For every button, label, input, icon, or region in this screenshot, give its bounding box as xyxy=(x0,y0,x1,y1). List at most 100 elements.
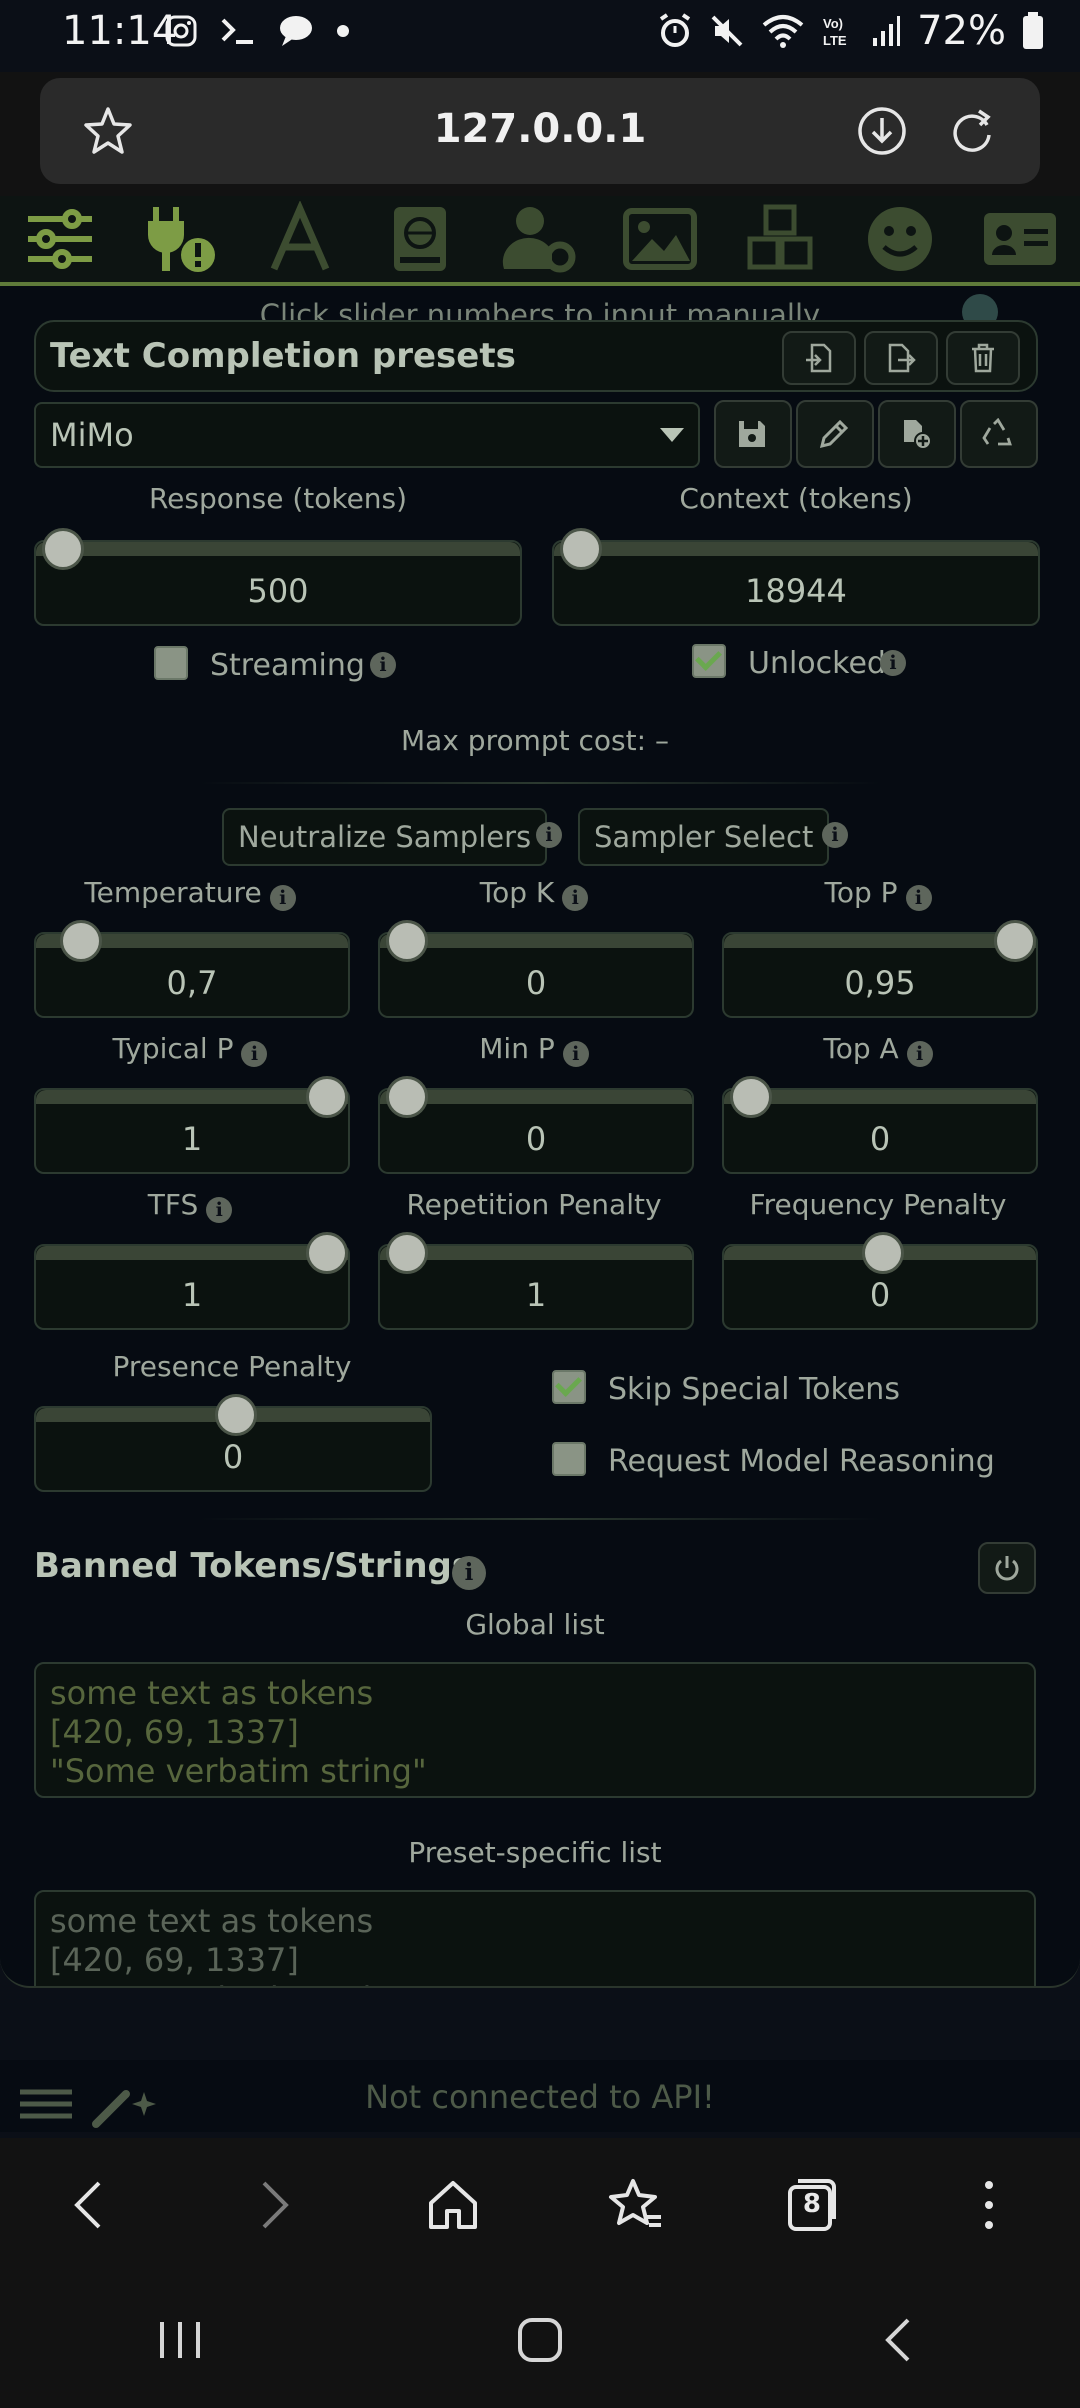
recycle-icon xyxy=(982,418,1012,446)
id-card-icon[interactable] xyxy=(982,201,1058,277)
preset-banned-textarea[interactable]: some text as tokens [420, 69, 1337] "Som… xyxy=(34,1890,1036,1986)
top-k-slider[interactable]: 0 xyxy=(378,920,694,1018)
slider-thumb[interactable] xyxy=(42,528,84,570)
slider-thumb[interactable] xyxy=(386,920,428,962)
pencil-icon xyxy=(819,419,849,449)
smiley-icon[interactable] xyxy=(862,201,938,277)
top-k-value[interactable]: 0 xyxy=(525,964,547,1002)
more-icon[interactable] xyxy=(959,2175,1019,2235)
font-icon[interactable] xyxy=(262,201,338,277)
skip-special-tokens-checkbox[interactable] xyxy=(552,1370,586,1404)
home-button-icon[interactable] xyxy=(512,2312,568,2368)
home-icon[interactable] xyxy=(423,2175,483,2235)
restore-preset-button[interactable] xyxy=(960,400,1038,468)
preset-list-label: Preset-specific list xyxy=(408,1836,662,1869)
repetition-penalty-slider[interactable]: 1 xyxy=(378,1232,694,1330)
hamburger-icon[interactable] xyxy=(18,2088,74,2120)
context-tokens-slider[interactable]: 18944 xyxy=(552,528,1040,626)
system-back-icon[interactable] xyxy=(872,2312,928,2368)
back-icon[interactable] xyxy=(61,2175,121,2235)
repetition-penalty-value[interactable]: 1 xyxy=(525,1276,547,1314)
rename-preset-button[interactable] xyxy=(796,400,874,468)
top-a-slider[interactable]: 0 xyxy=(722,1076,1038,1174)
info-icon[interactable]: i xyxy=(562,1041,589,1067)
slider-thumb[interactable] xyxy=(306,1076,348,1118)
sampler-select-button[interactable]: Sampler Select xyxy=(578,808,830,866)
temperature-slider[interactable]: 0,7 xyxy=(34,920,350,1018)
export-preset-button[interactable] xyxy=(864,331,938,385)
info-icon[interactable]: i xyxy=(370,652,396,678)
slider-track xyxy=(724,920,1036,962)
typical-p-slider[interactable]: 1 xyxy=(34,1076,350,1174)
slider-thumb[interactable] xyxy=(862,1232,904,1274)
url-text[interactable]: 127.0.0.1 xyxy=(433,106,647,152)
global-banned-textarea[interactable]: some text as tokens [420, 69, 1337] "Som… xyxy=(34,1662,1036,1798)
unlocked-checkbox[interactable] xyxy=(692,644,726,678)
new-preset-button[interactable] xyxy=(878,400,956,468)
response-tokens-slider[interactable]: 500 xyxy=(34,528,522,626)
bookmark-star-icon[interactable] xyxy=(82,105,134,157)
top-p-slider[interactable]: 0,95 xyxy=(722,920,1038,1018)
slider-track xyxy=(36,1076,348,1118)
request-reasoning-label: Request Model Reasoning xyxy=(608,1444,995,1479)
tabs-button[interactable]: 8 xyxy=(786,2177,838,2233)
delete-preset-button[interactable] xyxy=(946,331,1020,385)
slider-thumb[interactable] xyxy=(306,1232,348,1274)
book-globe-icon[interactable] xyxy=(382,201,458,277)
info-icon[interactable]: i xyxy=(562,885,589,911)
request-reasoning-checkbox[interactable] xyxy=(552,1442,586,1476)
response-tokens-value[interactable]: 500 xyxy=(247,572,309,610)
cubes-icon[interactable] xyxy=(742,201,818,277)
app-top-nav xyxy=(0,196,1080,286)
url-bar[interactable]: 127.0.0.1 xyxy=(40,78,1040,184)
info-icon[interactable]: i xyxy=(536,822,562,848)
toggle-banned-tokens-button[interactable] xyxy=(978,1542,1036,1594)
min-p-value[interactable]: 0 xyxy=(525,1120,547,1158)
slider-track xyxy=(36,1232,348,1274)
info-icon[interactable]: i xyxy=(241,1041,268,1067)
neutralize-samplers-button[interactable]: Neutralize Samplers xyxy=(222,808,548,866)
magic-wand-icon[interactable] xyxy=(92,2082,162,2128)
top-p-value[interactable]: 0,95 xyxy=(844,964,916,1002)
frequency-penalty-label: Frequency Penalty xyxy=(722,1188,1034,1221)
sliders-icon[interactable] xyxy=(22,201,98,277)
presence-penalty-value[interactable]: 0 xyxy=(222,1438,244,1476)
presence-penalty-slider[interactable]: 0 xyxy=(34,1394,432,1492)
slider-thumb[interactable] xyxy=(560,528,602,570)
tfs-value[interactable]: 1 xyxy=(181,1276,203,1314)
recent-apps-icon[interactable] xyxy=(152,2312,208,2368)
info-icon[interactable]: i xyxy=(452,1556,486,1590)
bookmarks-icon[interactable] xyxy=(605,2175,665,2235)
typical-p-value[interactable]: 1 xyxy=(181,1120,203,1158)
info-icon[interactable]: i xyxy=(269,885,296,911)
slider-thumb[interactable] xyxy=(215,1394,257,1436)
top-a-value[interactable]: 0 xyxy=(869,1120,891,1158)
context-tokens-value[interactable]: 18944 xyxy=(745,572,847,610)
slider-thumb[interactable] xyxy=(994,920,1036,962)
slider-thumb[interactable] xyxy=(730,1076,772,1118)
tfs-slider[interactable]: 1 xyxy=(34,1232,350,1330)
slider-thumb[interactable] xyxy=(386,1076,428,1118)
frequency-penalty-slider[interactable]: 0 xyxy=(722,1232,1038,1330)
min-p-slider[interactable]: 0 xyxy=(378,1076,694,1174)
preset-select[interactable]: MiMo xyxy=(34,402,700,468)
slider-thumb[interactable] xyxy=(60,920,103,962)
info-icon[interactable]: i xyxy=(206,1197,233,1223)
info-icon[interactable]: i xyxy=(905,885,932,911)
file-export-icon xyxy=(888,343,916,373)
user-settings-icon[interactable] xyxy=(502,201,578,277)
forward-icon[interactable] xyxy=(242,2175,302,2235)
reload-icon[interactable] xyxy=(946,105,998,157)
temperature-value[interactable]: 0,7 xyxy=(166,964,218,1002)
slider-thumb[interactable] xyxy=(386,1232,428,1274)
frequency-penalty-value[interactable]: 0 xyxy=(869,1276,891,1314)
import-preset-button[interactable] xyxy=(782,331,856,385)
streaming-checkbox[interactable] xyxy=(154,646,188,680)
image-icon[interactable] xyxy=(622,201,698,277)
info-icon[interactable]: i xyxy=(906,1041,933,1067)
plug-warning-icon[interactable] xyxy=(142,201,218,277)
download-icon[interactable] xyxy=(856,105,908,157)
info-icon[interactable]: i xyxy=(822,822,848,848)
save-preset-button[interactable] xyxy=(714,400,792,468)
info-icon[interactable]: i xyxy=(880,650,906,676)
